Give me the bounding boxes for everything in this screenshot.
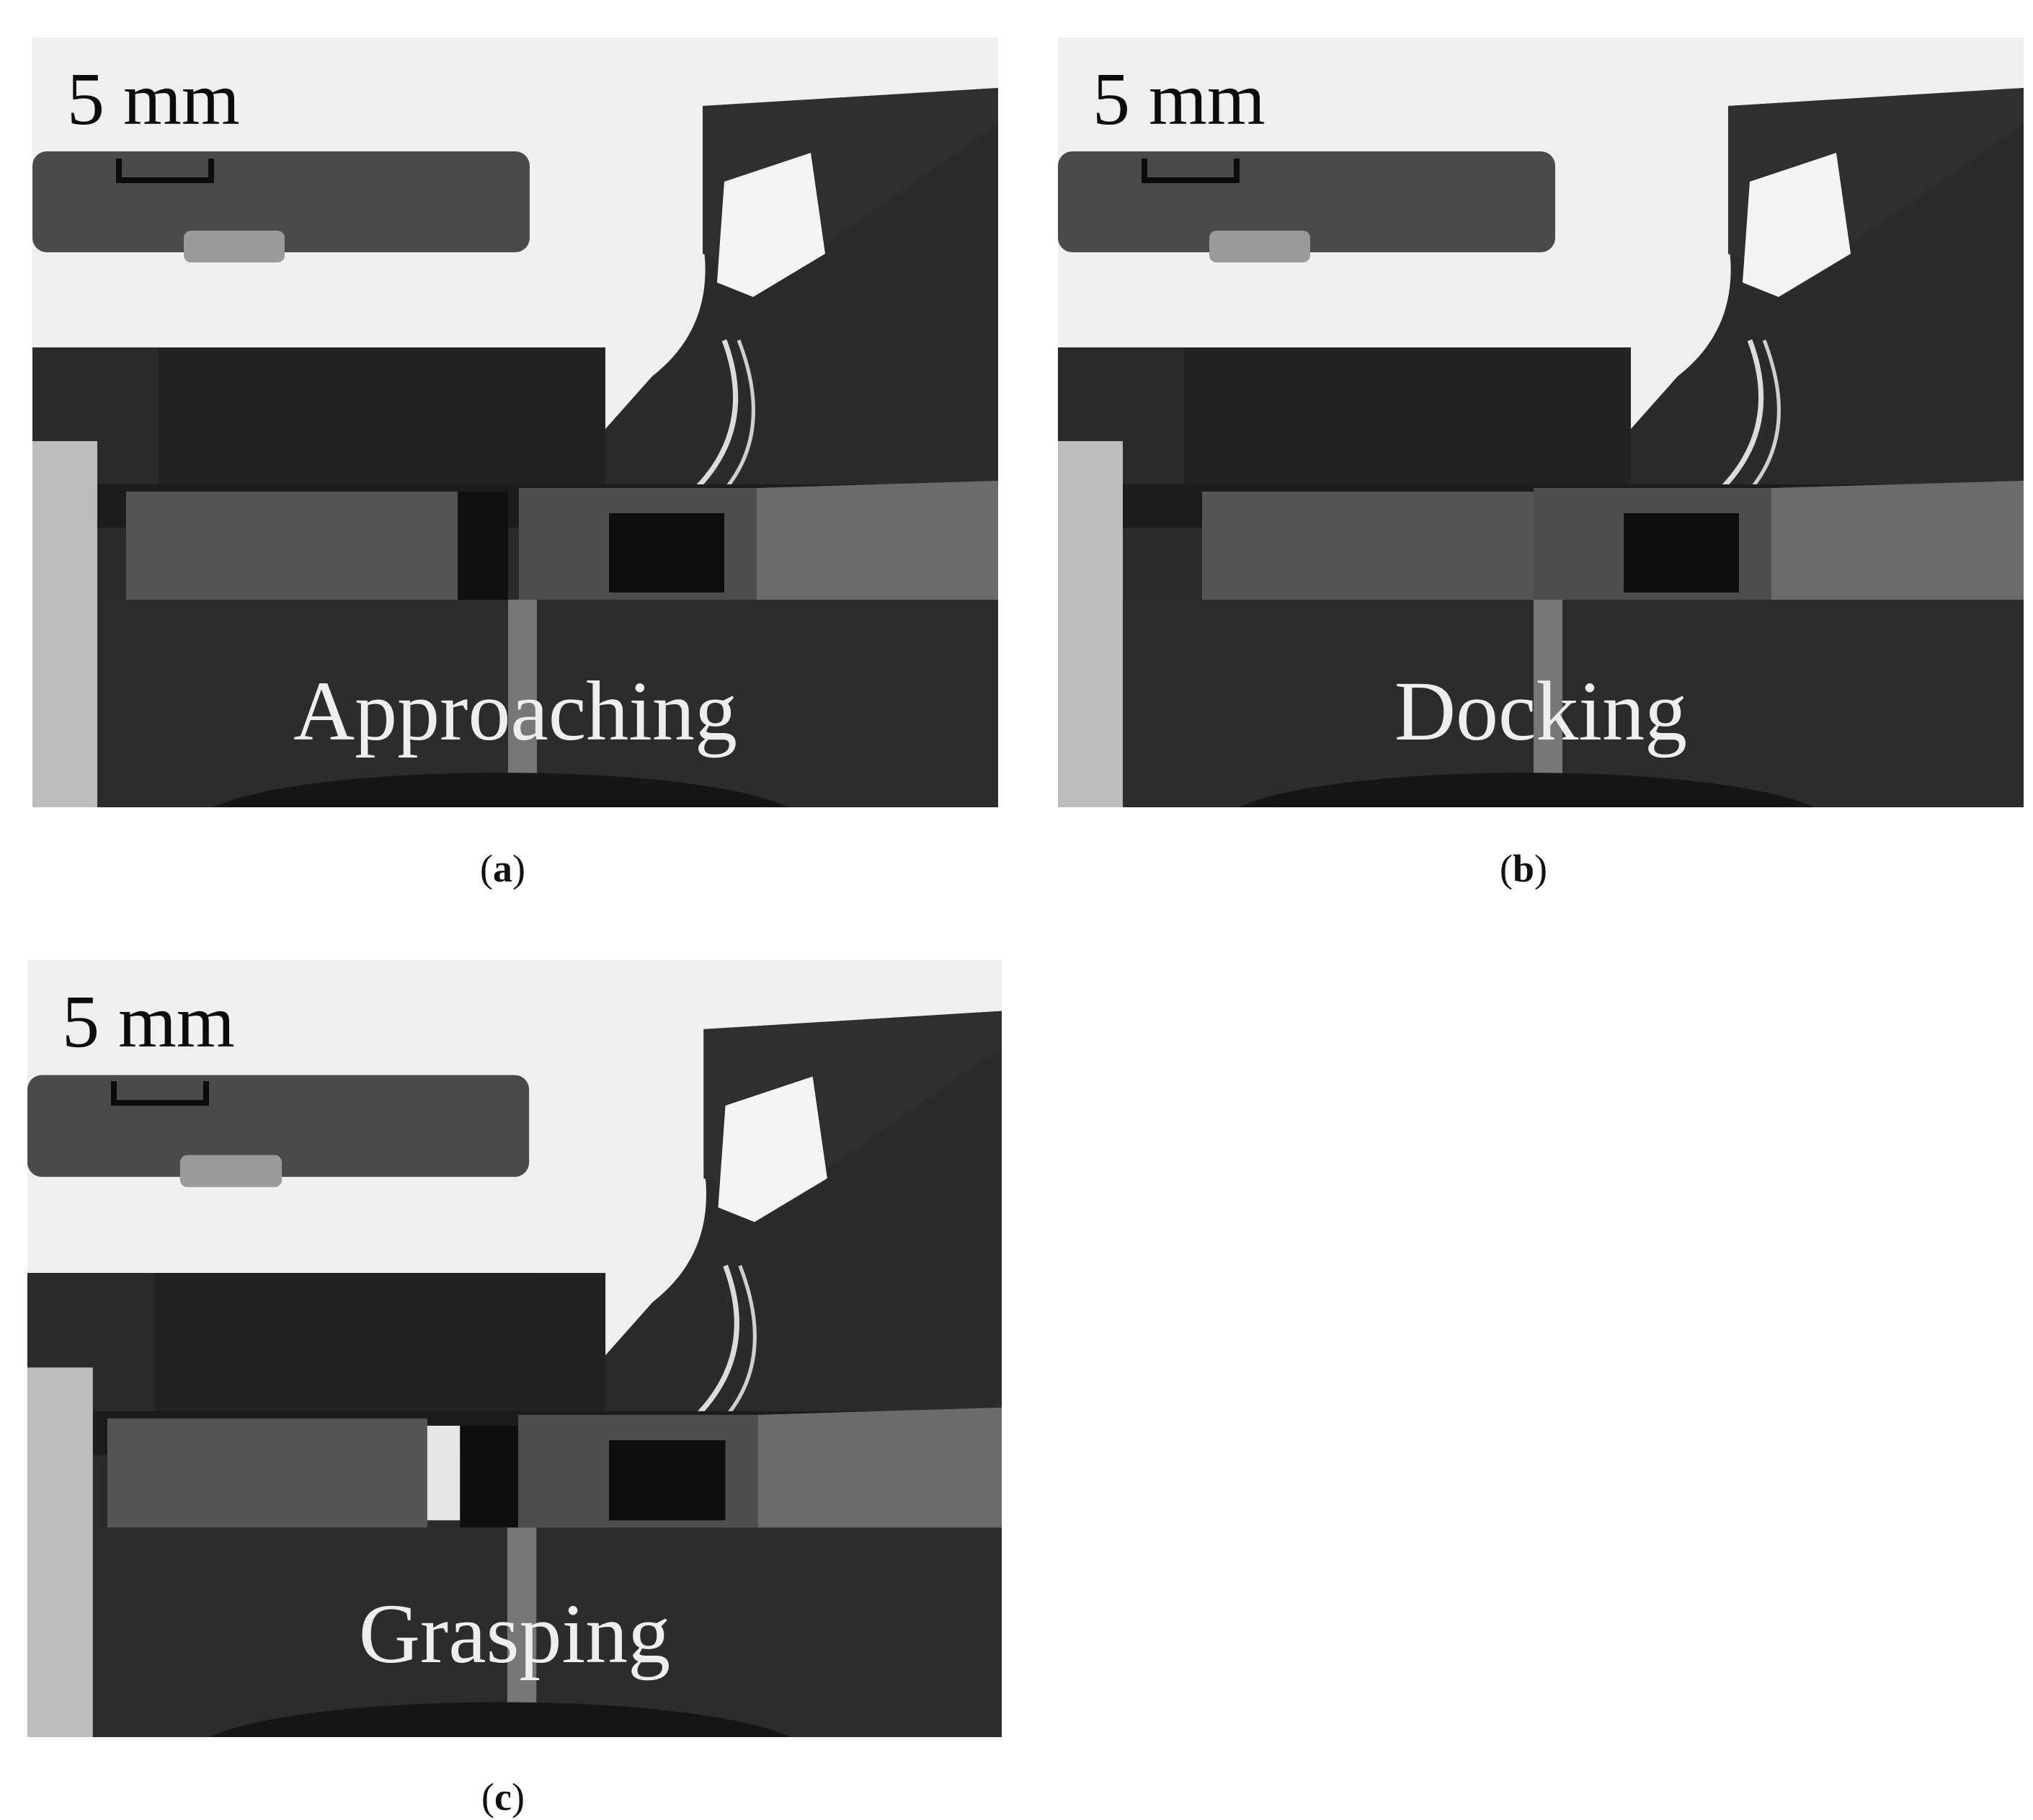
scale-bar — [116, 159, 214, 183]
stage-label: Approaching — [293, 664, 738, 758]
scale-bar-label: 5 mm — [67, 58, 240, 141]
panel-caption-a: (a) — [480, 847, 525, 890]
caption-letter: a — [492, 847, 512, 890]
caption-letter: c — [494, 1775, 512, 1819]
gripper-photo-grasping — [27, 960, 1002, 1737]
photo-panel-a: 5 mm Approaching — [32, 37, 998, 807]
scale-bar — [111, 1081, 209, 1106]
scale-bar-label: 5 mm — [1093, 58, 1265, 141]
scale-bar-label: 5 mm — [62, 980, 235, 1063]
gripper-photo-approaching — [32, 37, 998, 807]
stage-label: Docking — [1394, 664, 1688, 758]
scale-bar — [1142, 159, 1240, 183]
photo-panel-b: 5 mm Docking — [1058, 37, 2024, 807]
gripper-photo-docking — [1058, 37, 2024, 807]
panel-caption-b: (b) — [1500, 847, 1548, 890]
caption-letter: b — [1512, 847, 1535, 890]
stage-label: Grasping — [358, 1586, 671, 1681]
photo-panel-c: 5 mm Grasping — [27, 960, 1002, 1737]
panel-caption-c: (c) — [481, 1775, 525, 1819]
